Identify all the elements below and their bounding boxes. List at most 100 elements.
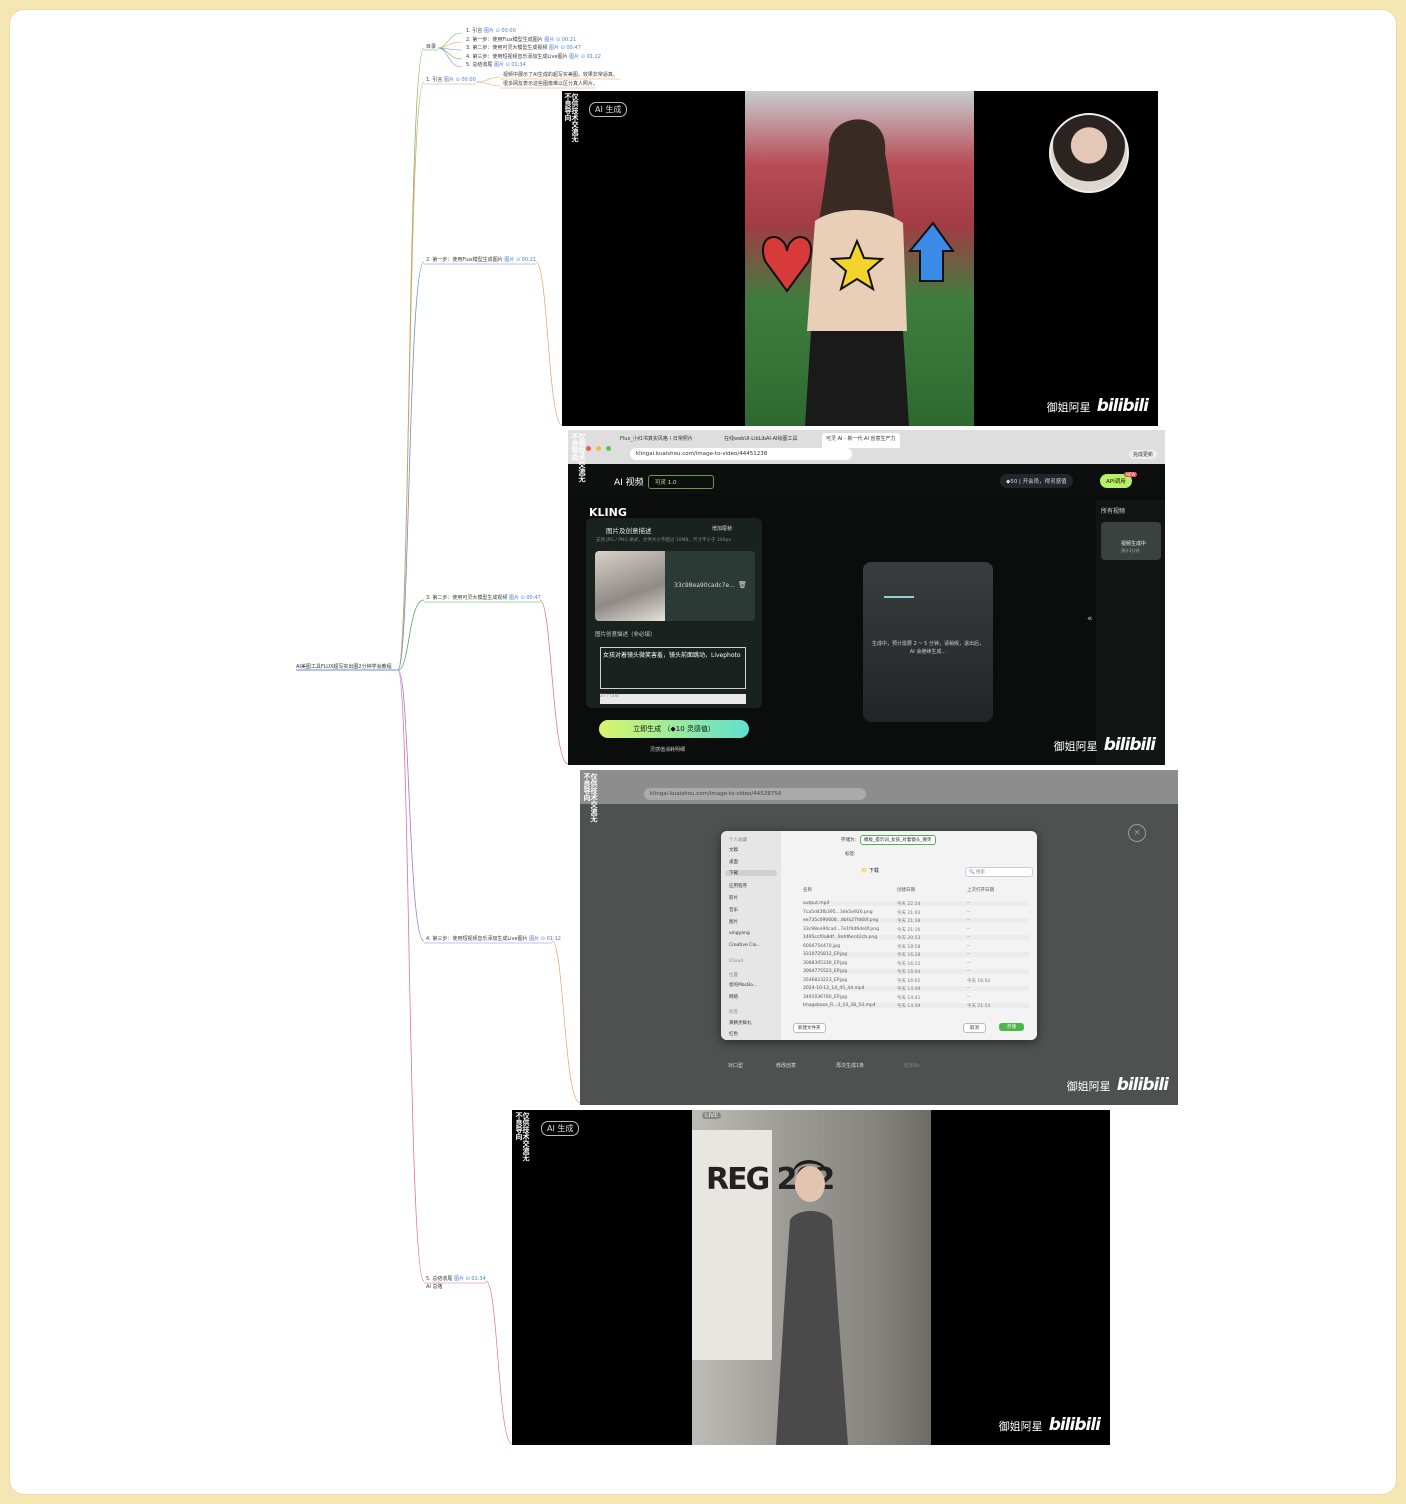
edit-idea-button[interactable]: 修改创意: [776, 1063, 797, 1069]
sidebar-item[interactable]: xingyang: [729, 931, 750, 936]
toc-item[interactable]: 1. 引言 图片 ⊙ 00:00: [466, 28, 516, 34]
ai-summary-node[interactable]: AI 总结: [426, 1284, 443, 1290]
file-opened: --: [967, 901, 971, 906]
folder-select[interactable]: 📁 下载: [861, 868, 879, 874]
sidebar-section: 标签: [729, 1010, 738, 1015]
video-preview: [863, 562, 993, 722]
toc-title[interactable]: 目录: [426, 44, 437, 50]
sidebar-item[interactable]: 桌面: [729, 860, 738, 865]
model-select[interactable]: 可灵 1.0: [648, 475, 714, 489]
api-button[interactable]: API调用: [1100, 474, 1132, 488]
sidebar-item[interactable]: 红色: [729, 1032, 738, 1037]
sidebar-item[interactable]: 文稿: [729, 848, 738, 853]
generating-status: 生成中，预计需要 2 ~ 5 分钟，请稍候，退出后，AI 会继续生成...: [872, 641, 984, 655]
file-created: 今天 22:34: [897, 902, 921, 907]
save-button[interactable]: 存储: [999, 1023, 1024, 1031]
branch-step3[interactable]: 4. 第三步：使用短视频音乐添加生成Live图片 图片 ⊙ 01:12: [426, 936, 561, 942]
history-card[interactable]: [1101, 522, 1161, 560]
sidebar-item[interactable]: 星的MacBo...: [729, 983, 758, 988]
file-opened: --: [967, 994, 971, 1000]
generate-button[interactable]: 立即生成 （◆10 灵感值）: [599, 720, 749, 738]
tail-frame-toggle[interactable]: 增加尾帧: [712, 526, 733, 532]
file-opened: --: [967, 926, 971, 932]
branch-step1[interactable]: 2. 第一步：使用Flux模型生成图片 图片 ⊙ 00:21: [426, 257, 537, 263]
cancel-button[interactable]: 取消: [963, 1023, 986, 1033]
file-name: output.mp4: [803, 901, 830, 906]
branch-step2[interactable]: 3. 第二步：使用可灵大模型生成视频 图片 ⊙ 00:47: [426, 595, 541, 601]
file-created: 今天 21:43: [897, 910, 921, 916]
toc-item[interactable]: 5. 总结收尾 图片 ⊙ 01:34: [466, 62, 526, 68]
uploaded-thumbnail: [595, 551, 665, 621]
sidebar-item[interactable]: 影片: [729, 896, 738, 901]
sidebar-item-selected[interactable]: 下载: [725, 870, 777, 876]
sidebar-item[interactable]: 应用程序: [729, 884, 747, 889]
watermark: 仅供技术交流无不良导向: [564, 93, 579, 142]
address-bar[interactable]: klingai.kuaishou.com/image-to-video/4445…: [630, 448, 852, 460]
presenter-avatar: [1049, 113, 1129, 193]
branch-summary[interactable]: 5. 总结收尾 图片 ⊙ 01:34: [426, 1276, 486, 1282]
prompt-textarea[interactable]: 女孩对着镜头微笑害羞，镜头前面跳动，Livephoto: [600, 647, 746, 689]
delete-icon[interactable]: 🗑: [738, 581, 747, 589]
ai-generated-tag: AI 生成: [541, 1121, 580, 1136]
toc-item[interactable]: 4. 第三步：使用短视频音乐添加生成Live图片 图片 ⊙ 01:12: [466, 54, 601, 60]
sidebar-item[interactable]: Creative Clo...: [729, 943, 761, 948]
toc-item[interactable]: 3. 第二步：使用可灵大模型生成视频 图片 ⊙ 00:47: [466, 45, 581, 51]
sidebar-item[interactable]: 图片: [729, 920, 738, 925]
sidebar-item[interactable]: 音乐: [729, 908, 738, 913]
intro-note[interactable]: 很多网友表示这些图像难以区分真人照片。: [503, 81, 599, 87]
branch-intro[interactable]: 1. 引言 图片 ⊙ 00:00: [426, 77, 476, 83]
kling-logo: KLING: [589, 506, 627, 519]
browser-tab[interactable]: 在线webUI-LibLibAI-AI绘图工具: [724, 436, 798, 442]
save-as-field[interactable]: 模板_提示词_女孩_对着镜头_微笑: [860, 835, 936, 845]
close-icon[interactable]: ×: [1128, 824, 1146, 842]
watermark: 仅供技术交流无不良导向: [583, 773, 598, 822]
update-button[interactable]: 完成更新: [1128, 450, 1157, 459]
screenshot-2-frame: Flux_小红书真实风格丨日常照片 在线webUI-LibLibAI-AI绘图工…: [568, 430, 1165, 765]
address-bar[interactable]: klingai.kuaishou.com/image-to-video/4452…: [644, 788, 866, 800]
regenerate-button[interactable]: 再次生成1条: [836, 1063, 865, 1069]
intro-note[interactable]: 视频中展示了AI生成的超写实美图，效果非常逼真。: [503, 72, 618, 78]
search-field[interactable]: 🔍 搜索: [965, 867, 1033, 877]
col-created[interactable]: 创建日期: [897, 888, 915, 893]
browser-tab-active[interactable]: 可灵 AI - 新一代 AI 创意生产力: [822, 433, 900, 448]
app-title: AI 视频: [614, 478, 644, 488]
toc-item[interactable]: 2. 第一步：使用Flux模型生成图片 图片 ⊙ 00:21: [466, 37, 577, 43]
file-created: 今天 14:49: [897, 987, 921, 992]
file-name: 33c98ea90cad...7e1f4d6de0f.png: [803, 926, 879, 932]
col-name[interactable]: 名称: [803, 888, 812, 893]
cost-detail-link[interactable]: 灵感值消耗明细: [650, 747, 686, 753]
all-videos-filter[interactable]: 所有视频: [1101, 508, 1126, 515]
file-name: 3088305330_EP.jpg: [803, 960, 848, 966]
new-folder-button[interactable]: 新建文件夹: [793, 1023, 826, 1033]
sidebar-item[interactable]: 黄精烹鲜丸: [729, 1021, 752, 1026]
file-row[interactable]: output.mp4 今天 22:34 --: [803, 901, 1029, 907]
browser-tab[interactable]: Flux_小红书真实风格丨日常照片: [620, 436, 693, 442]
credits-pill[interactable]: ◆50 | 开会员，得灵感值: [1000, 474, 1073, 488]
file-name: 33c98ea90cadc7e...: [674, 582, 735, 589]
file-created: 今天 21:38: [897, 919, 921, 924]
file-name: 6004754470.jpg: [803, 943, 841, 949]
sidebar-item[interactable]: 网络: [729, 995, 738, 1000]
lip-sync-button[interactable]: 对口型: [728, 1063, 744, 1069]
col-opened[interactable]: 上次打开日期: [967, 888, 994, 893]
extend-button[interactable]: 延长6s: [904, 1063, 920, 1069]
file-name: 7ca5d43fb395...3de5e926.png: [803, 909, 873, 915]
watermark: 仅供技术交流无不良导向: [515, 1112, 530, 1161]
mindmap-root[interactable]: AI美图工具FLUX超写实出图2分钟学会教程: [296, 664, 392, 670]
sidebar-section: 个人收藏: [729, 838, 747, 843]
collapse-icon[interactable]: «: [1087, 614, 1093, 624]
